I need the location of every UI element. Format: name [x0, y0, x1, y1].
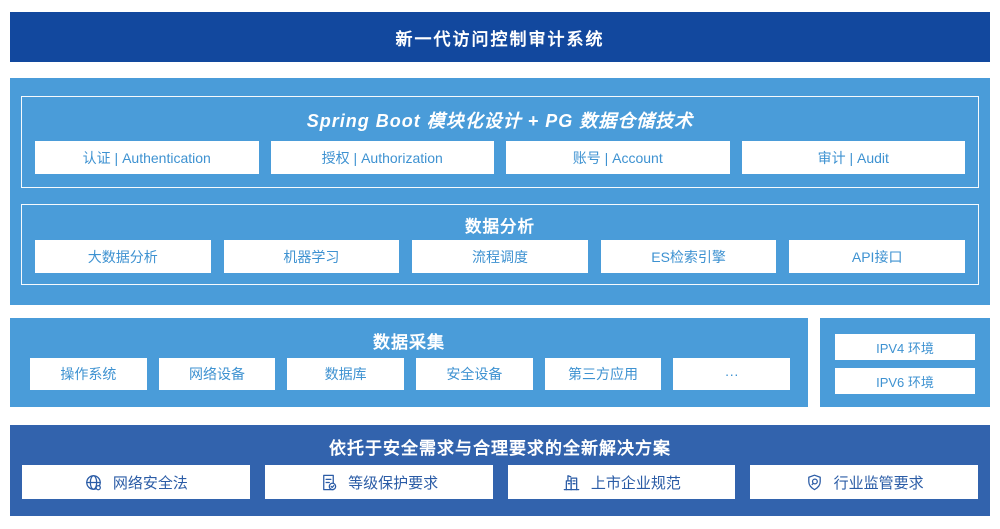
analysis-row: 大数据分析 机器学习 流程调度 ES检索引擎 API接口	[35, 240, 965, 273]
module-box-authentication: 认证 | Authentication	[35, 141, 259, 174]
collection-box-os: 操作系统	[30, 358, 147, 390]
solution-item-label: 等级保护要求	[348, 474, 439, 492]
solution-item-cybersecurity-law: 网络安全法	[22, 465, 250, 499]
ipv4-env-box: IPV4 环境	[835, 334, 975, 360]
ip-environment-panel: IPV4 环境 IPV6 环境	[820, 318, 990, 407]
collection-row: 操作系统 网络设备 数据库 安全设备 第三方应用 ···	[30, 358, 791, 390]
module-box-account: 账号 | Account	[506, 141, 730, 174]
analysis-box-es: ES检索引擎	[600, 240, 777, 273]
solution-row: 网络安全法 等级保护要求	[22, 465, 978, 499]
ipv6-env-box: IPV6 环境	[835, 368, 975, 394]
collection-box-security: 安全设备	[416, 358, 533, 390]
analysis-box-scheduler: 流程调度	[412, 240, 588, 273]
collection-box-network: 网络设备	[158, 358, 276, 390]
collection-box-database: 数据库	[287, 358, 405, 390]
module-box-audit: 审计 | Audit	[741, 141, 965, 174]
page-title: 新一代访问控制审计系统	[395, 29, 605, 49]
collection-box-more: ···	[673, 358, 791, 390]
title-banner: 新一代访问控制审计系统	[10, 12, 990, 62]
document-check-icon	[319, 473, 338, 492]
spring-boot-section-title: Spring Boot 模块化设计 + PG 数据仓储技术	[306, 111, 694, 131]
data-collection-title: 数据采集	[373, 333, 445, 352]
solution-item-label: 上市企业规范	[590, 474, 681, 492]
module-row: 认证 | Authentication 授权 | Authorization 账…	[35, 141, 965, 174]
module-box-authorization: 授权 | Authorization	[270, 141, 494, 174]
platform-container: Spring Boot 模块化设计 + PG 数据仓储技术 认证 | Authe…	[10, 78, 990, 305]
shield-search-icon	[805, 473, 824, 492]
analysis-box-api: API接口	[789, 240, 965, 273]
solution-item-listed-company: 上市企业规范	[507, 465, 736, 499]
solution-item-industry-regulation: 行业监管要求	[750, 465, 978, 499]
data-analysis-title: 数据分析	[465, 218, 535, 236]
collection-box-thirdparty: 第三方应用	[544, 358, 662, 390]
solution-section: 依托于安全需求与合理要求的全新解决方案 网络安全法	[10, 425, 990, 516]
solution-item-label: 行业监管要求	[833, 474, 924, 492]
solution-item-grade-protection: 等级保护要求	[264, 465, 493, 499]
spring-boot-section: Spring Boot 模块化设计 + PG 数据仓储技术 认证 | Authe…	[21, 96, 979, 188]
solution-item-label: 网络安全法	[112, 474, 188, 492]
data-collection-section: 数据采集 操作系统 网络设备 数据库 安全设备 第三方应用 ···	[10, 318, 808, 407]
solution-title: 依托于安全需求与合理要求的全新解决方案	[329, 439, 671, 458]
analysis-box-bigdata: 大数据分析	[35, 240, 211, 273]
building-icon	[562, 473, 581, 492]
data-analysis-section: 数据分析 大数据分析 机器学习 流程调度 ES检索引擎 API接口	[21, 204, 979, 285]
globe-icon	[84, 473, 103, 492]
analysis-box-ml: 机器学习	[223, 240, 400, 273]
